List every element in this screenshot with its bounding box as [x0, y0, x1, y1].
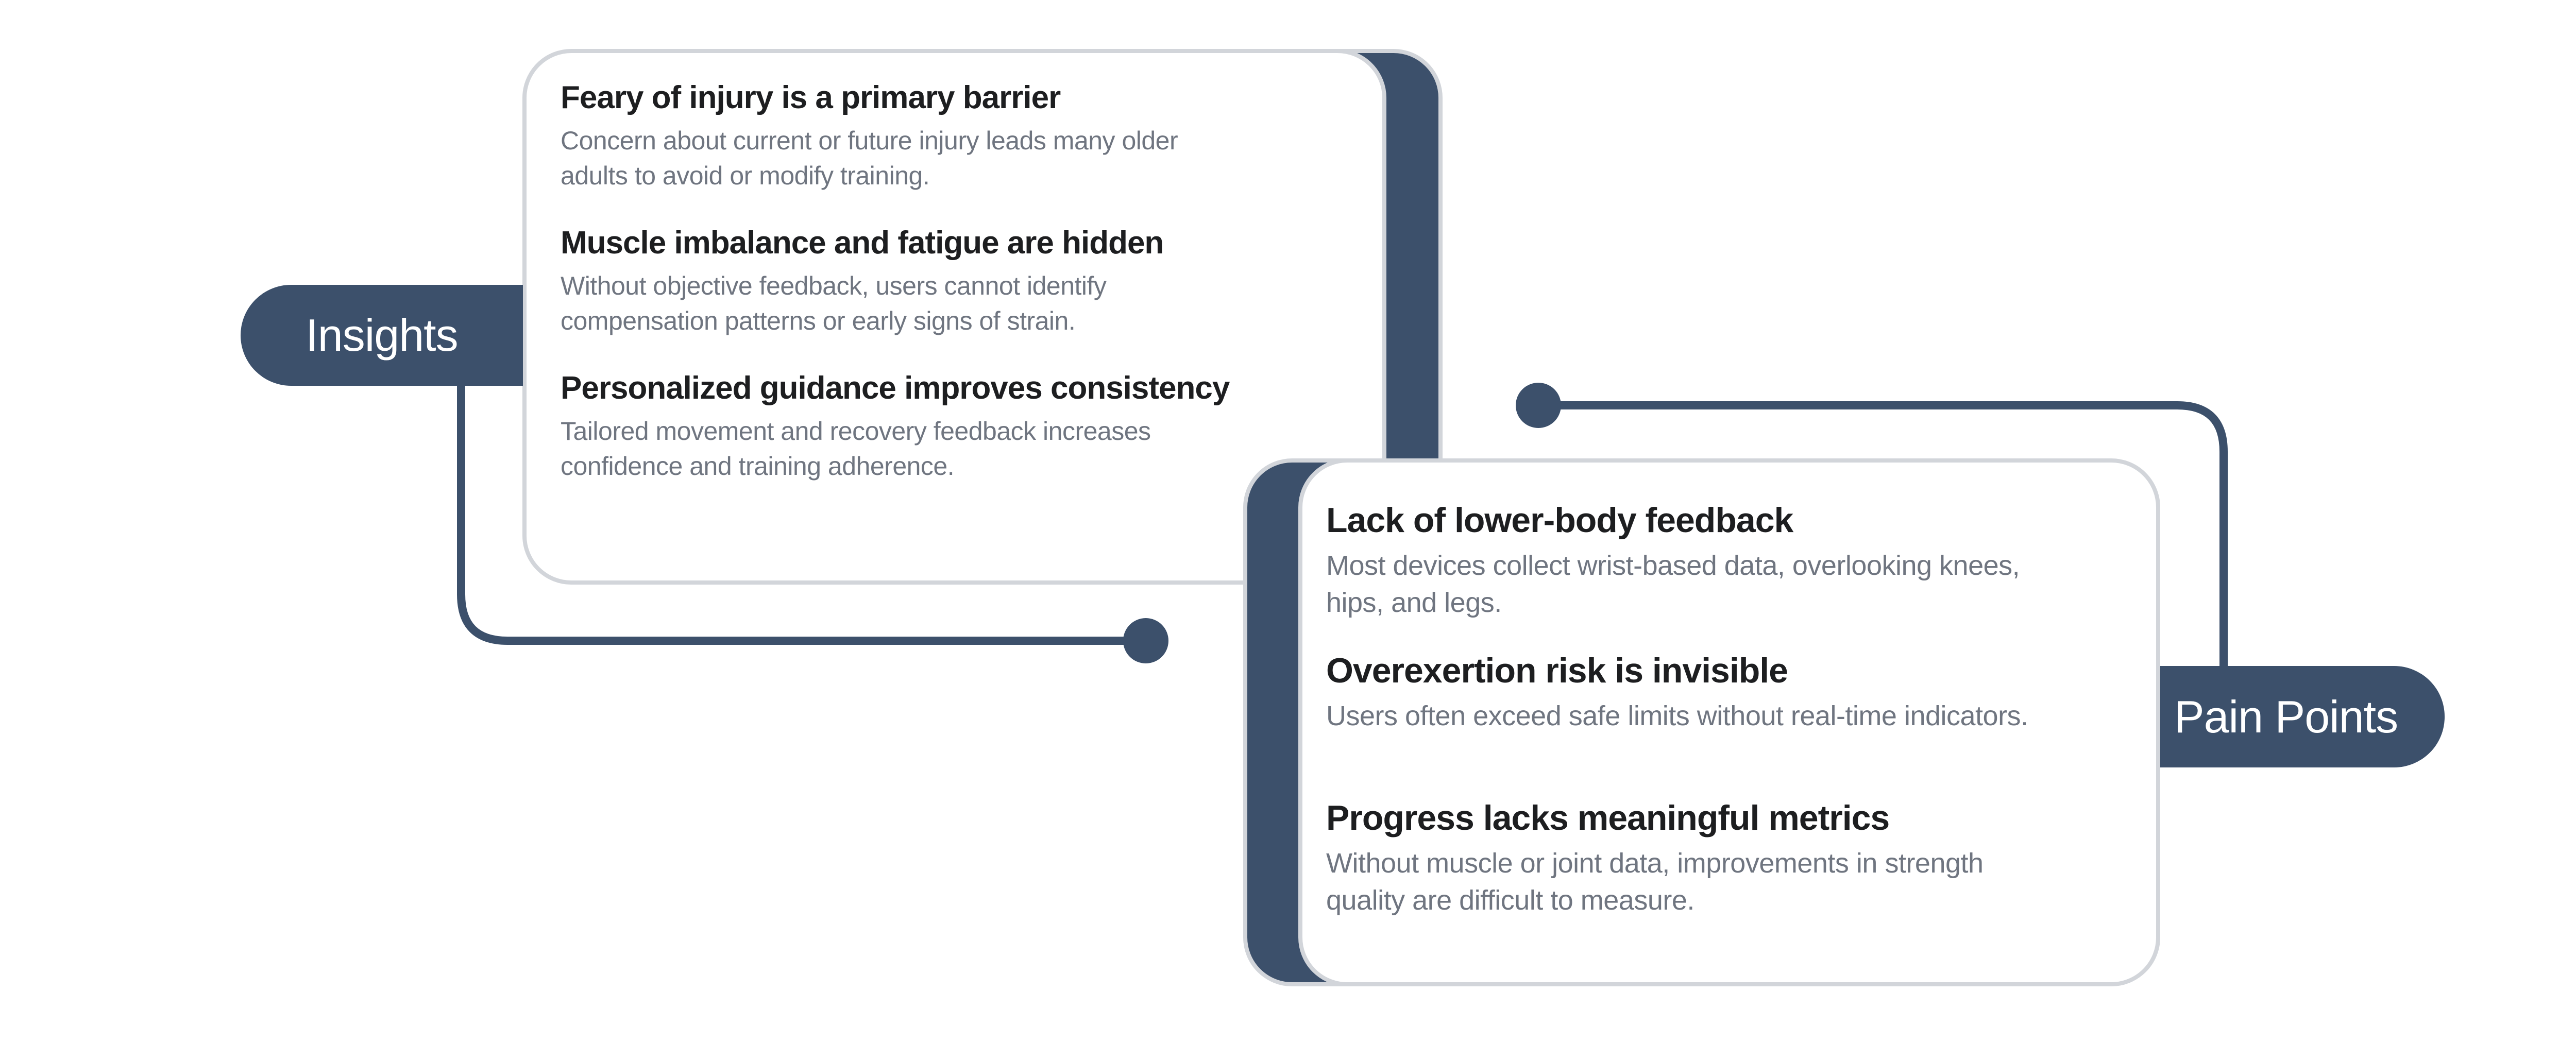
painpoints-card: Lack of lower-body feedback Most devices… — [1298, 458, 2160, 986]
insight-item-body: Concern about current or future injury l… — [561, 126, 1178, 190]
insights-pill-label: Insights — [241, 285, 523, 386]
insight-item: Muscle imbalance and fatigue are hidden … — [561, 224, 1351, 338]
painpoint-item: Overexertion risk is invisible Users oft… — [1326, 650, 2130, 734]
painpoint-item: Lack of lower-body feedback Most devices… — [1326, 500, 2130, 621]
painpoint-item: Progress lacks meaningful metrics Withou… — [1326, 797, 2130, 919]
insights-card: Feary of injury is a primary barrier Con… — [522, 49, 1386, 585]
painpoint-item-title: Progress lacks meaningful metrics — [1326, 798, 1890, 837]
insight-item: Feary of injury is a primary barrier Con… — [561, 79, 1351, 193]
insights-connector-dot — [1123, 618, 1168, 663]
insight-item-body: Without objective feedback, users cannot… — [561, 271, 1107, 335]
painpoint-item-body: Users often exceed safe limits without r… — [1326, 700, 2028, 731]
painpoints-connector-line — [1560, 401, 2228, 685]
painpoints-connector-dot — [1516, 383, 1561, 428]
insight-item-body: Tailored movement and recovery feedback … — [561, 417, 1151, 481]
painpoint-item-body: Without muscle or joint data, improvemen… — [1326, 848, 1984, 916]
insight-item-title: Feary of injury is a primary barrier — [561, 80, 1061, 115]
insight-item: Personalized guidance improves consisten… — [561, 369, 1351, 484]
insights-connector-line — [457, 361, 1124, 645]
painpoint-item-title: Overexertion risk is invisible — [1326, 651, 1788, 690]
painpoint-item-title: Lack of lower-body feedback — [1326, 501, 1793, 540]
painpoint-item-body: Most devices collect wrist-based data, o… — [1326, 550, 2020, 618]
painpoints-pill-label: Pain Points — [2160, 666, 2445, 767]
insight-item-title: Muscle imbalance and fatigue are hidden — [561, 225, 1164, 261]
insight-item-title: Personalized guidance improves consisten… — [561, 370, 1230, 406]
